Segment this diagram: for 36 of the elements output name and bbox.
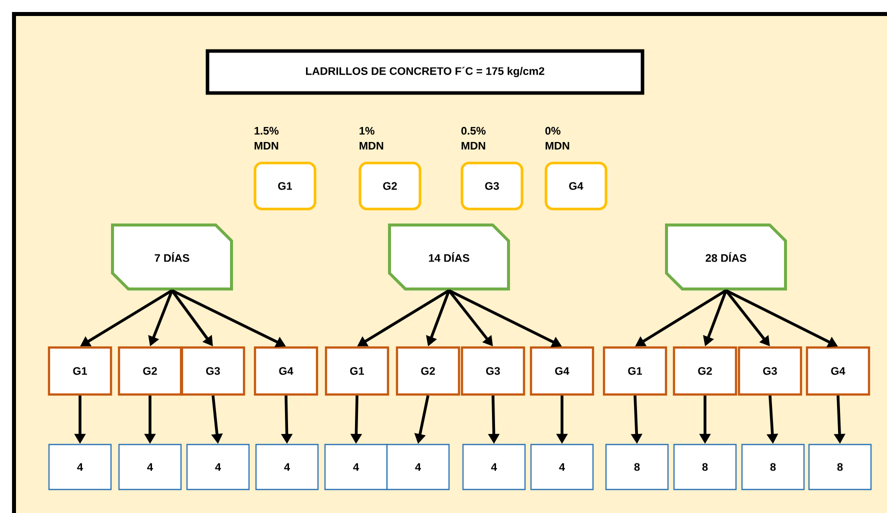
group-box: G3 <box>180 346 246 396</box>
count-box: 4 <box>462 444 526 490</box>
count-box: 8 <box>808 444 872 490</box>
age-box: 7 DÍAS <box>111 224 233 290</box>
count-box: 4 <box>255 444 319 490</box>
group-box: G3 <box>460 162 524 210</box>
group-box: G4 <box>254 346 318 396</box>
group-box: G1 <box>254 162 316 210</box>
dosage-label: 0.5% MDN <box>461 126 486 150</box>
count-box: 4 <box>530 444 594 490</box>
group-box: G3 <box>738 346 802 396</box>
age-box: 28 DÍAS <box>665 224 787 290</box>
dosage-label: 1.5% MDN <box>254 126 279 150</box>
group-box: G4 <box>806 346 870 396</box>
group-box: G3 <box>460 346 526 396</box>
group-box: G4 <box>530 346 594 396</box>
count-box: 4 <box>118 444 182 490</box>
group-box: G1 <box>602 346 668 396</box>
dosage-label: 0% MDN <box>545 126 570 150</box>
group-box: G4 <box>544 162 608 210</box>
count-box: 4 <box>48 444 112 490</box>
count-box: 4 <box>386 444 450 490</box>
group-box: G1 <box>324 346 390 396</box>
count-box: 4 <box>186 444 250 490</box>
group-box: G2 <box>358 162 422 210</box>
dosage-label: 1% MDN <box>360 126 384 150</box>
group-box: G1 <box>48 346 112 396</box>
group-box: G2 <box>118 346 182 396</box>
group-box: G2 <box>672 346 738 396</box>
count-box: 8 <box>673 444 737 490</box>
title-box: LADRILLOS DE CONCRETO F´C = 175 kg/cm2 <box>206 49 644 95</box>
count-box: 8 <box>741 444 805 490</box>
count-box: 4 <box>324 444 388 490</box>
age-box: 14 DÍAS <box>388 224 510 290</box>
count-box: 8 <box>605 444 669 490</box>
group-box: G2 <box>396 346 460 396</box>
